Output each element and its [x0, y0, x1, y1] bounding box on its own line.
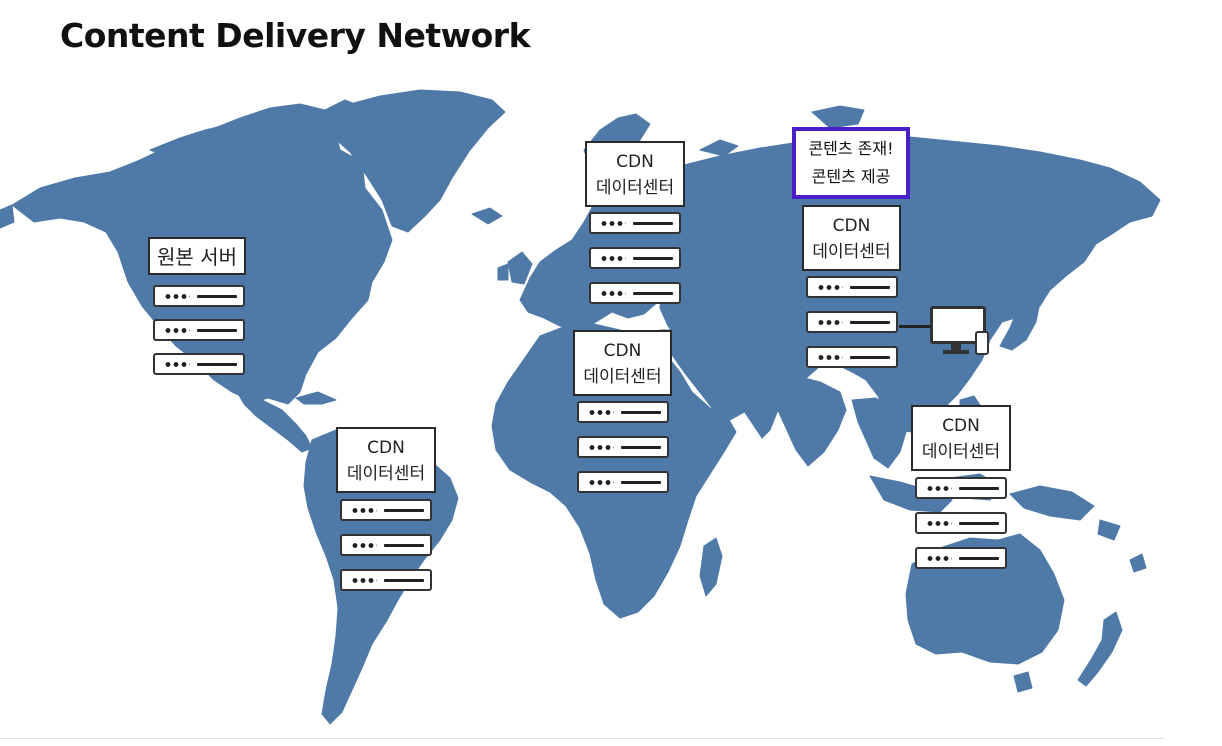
monitor-stand [951, 344, 961, 351]
southeast-asia [851, 397, 907, 469]
server-rack-icon [577, 471, 669, 493]
content-hit-notice: 콘텐츠 존재! 콘텐츠 제공 [792, 127, 910, 199]
server-rack-icon [153, 319, 245, 341]
central-america [235, 389, 313, 453]
madagascar [699, 537, 723, 597]
monitor-base [943, 350, 969, 354]
server-rack-icon [806, 346, 898, 368]
server-rack-icon [915, 512, 1007, 534]
server-rack-icon [340, 534, 432, 556]
server-rack-icon [915, 477, 1007, 499]
cdn-center-south-america-label: CDN 데이터센터 [336, 427, 436, 493]
tasmania [1013, 671, 1033, 693]
cdn-center-europe-label: CDN 데이터센터 [585, 141, 685, 207]
server-rack-icon [153, 285, 245, 307]
server-rack-icon [589, 247, 681, 269]
connection-line [899, 325, 933, 328]
server-rack-icon [589, 212, 681, 234]
server-rack-icon [806, 276, 898, 298]
server-rack-icon [340, 499, 432, 521]
arabia [659, 329, 759, 421]
server-rack-icon [153, 353, 245, 375]
server-rack-icon [577, 401, 669, 423]
server-rack-icon [915, 547, 1007, 569]
smartphone-icon [975, 331, 989, 355]
notice-line-1: 콘텐츠 존재! [808, 139, 894, 158]
server-rack-icon [589, 282, 681, 304]
server-rack-icon [806, 311, 898, 333]
bottom-divider [0, 738, 1165, 739]
cdn-center-africa-label: CDN 데이터센터 [573, 330, 672, 396]
page-title: Content Delivery Network [60, 16, 531, 55]
new-guinea [1009, 485, 1095, 521]
cdn-center-asia-label: CDN 데이터센터 [802, 205, 901, 271]
new-zealand [1077, 611, 1123, 687]
india [769, 375, 847, 467]
server-rack-icon [340, 569, 432, 591]
japan [999, 249, 1041, 351]
greenland [317, 89, 506, 233]
cdn-center-oceania-label: CDN 데이터센터 [911, 405, 1011, 471]
server-rack-icon [577, 436, 669, 458]
indonesia-1 [869, 475, 953, 513]
origin-server-label: 원본 서버 [148, 237, 246, 275]
arctic-islands [149, 109, 301, 159]
origin-server-text: 원본 서버 [157, 245, 237, 269]
notice-line-2: 콘텐츠 제공 [811, 167, 891, 186]
